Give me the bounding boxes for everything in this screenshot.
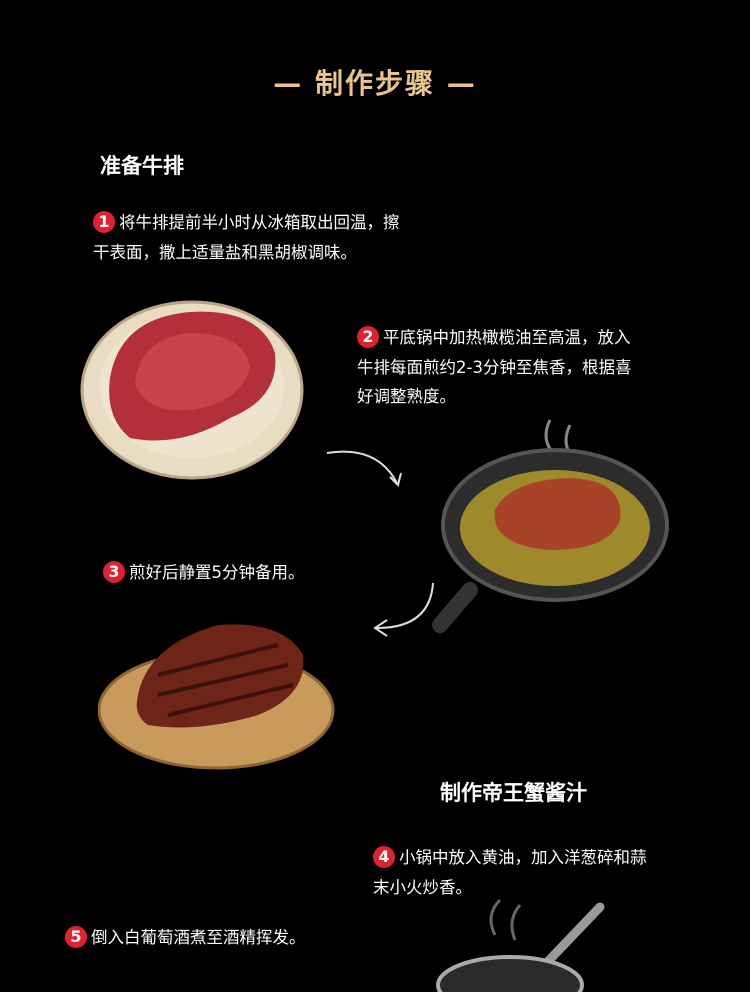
step-text: 小锅中放入黄油，加入洋葱碎和蒜: [399, 848, 647, 867]
step-text: 煎好后静置5分钟备用。: [129, 563, 305, 582]
step-text: 平底锅中加热橄榄油至高温，放入: [383, 328, 631, 347]
raw-steak-plate-illustration: [80, 300, 304, 480]
step-text: 牛排每面煎约2-3分钟至焦香，根据喜: [357, 357, 632, 377]
step-number-badge: 2: [357, 326, 379, 348]
step-text: 末小火炒香。: [373, 877, 472, 897]
saucepan-illustration: [436, 898, 605, 992]
step-number-badge: 4: [373, 846, 395, 868]
step-number-badge: 5: [65, 926, 87, 948]
step-text: 将牛排提前半小时从冰箱取出回温，擦: [119, 213, 400, 232]
step-text: 好调整熟度。: [357, 387, 456, 406]
section-heading-steak: 准备牛排: [100, 154, 184, 178]
step-text: 倒入白葡萄酒煮至酒精挥发。: [91, 928, 306, 947]
arrow-icon: [373, 582, 434, 637]
step-text: 干表面，撒上适量盐和黑胡椒调味。: [93, 242, 357, 262]
section-heading-crab-sauce: 制作帝王蟹酱汁: [440, 781, 587, 805]
rested-steak-board-illustration: [98, 624, 335, 770]
frying-pan-steak-illustration: [432, 419, 669, 633]
step-number-badge: 1: [93, 211, 115, 233]
arrow-icon: [326, 450, 402, 487]
page-title: — 制作步骤 —: [273, 67, 477, 100]
step-number-badge: 3: [103, 561, 125, 583]
